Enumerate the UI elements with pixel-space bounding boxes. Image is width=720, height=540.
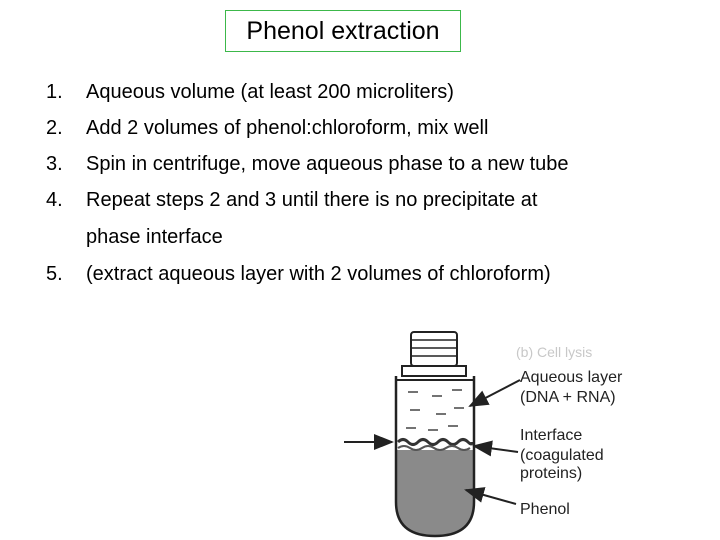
steps-list: 1. Aqueous volume (at least 200 microlit… [46, 74, 706, 292]
tube-body [394, 376, 476, 538]
aqueous-layer [406, 389, 464, 431]
interface-layer [396, 438, 474, 446]
step-item: 5. (extract aqueous layer with 2 volumes… [46, 256, 706, 292]
step-item: 2. Add 2 volumes of phenol:chloroform, m… [46, 110, 706, 146]
step-number: 5. [46, 263, 63, 285]
interface-label-line3: proteins) [520, 465, 582, 482]
step-text: Aqueous volume (at least 200 microliters… [86, 81, 454, 103]
step-item: 3. Spin in centrifuge, move aqueous phas… [46, 146, 706, 182]
phenol-extraction-tube-figure: (b) Cell lysis Aqueous layer (DNA + RNA)… [344, 331, 623, 538]
step-number: 1. [46, 81, 63, 103]
phenol-layer [396, 450, 474, 536]
interface-label-line2: (coagulated [520, 447, 604, 464]
step-item: 1. Aqueous volume (at least 200 microlit… [46, 74, 706, 110]
tube-cap-icon [401, 331, 467, 377]
aqueous-label-line2: (DNA + RNA) [520, 389, 616, 406]
ghost-caption: (b) Cell lysis [516, 344, 592, 360]
step-text: Spin in centrifuge, move aqueous phase t… [86, 153, 569, 175]
interface-arrow-icon [472, 440, 519, 457]
step-number: 2. [46, 117, 63, 139]
phenol-label: Phenol [520, 501, 570, 518]
step-number: 3. [46, 153, 63, 175]
phenol-arrow-icon [464, 487, 517, 505]
aqueous-arrow-icon [468, 379, 521, 407]
step-text: Repeat steps 2 and 3 until there is no p… [86, 189, 538, 211]
slide-title-text: Phenol extraction [246, 16, 440, 45]
step-text: (extract aqueous layer with 2 volumes of… [86, 263, 551, 285]
step-number: 4. [46, 189, 63, 211]
step-text-continued: phase interface [86, 226, 223, 248]
interface-label-line1: Interface [520, 427, 582, 444]
aqueous-label-line1: Aqueous layer [520, 369, 623, 386]
slide-title: Phenol extraction [225, 10, 461, 52]
step-text: Add 2 volumes of phenol:chloroform, mix … [86, 117, 489, 139]
step-item: 4. Repeat steps 2 and 3 until there is n… [46, 182, 706, 256]
